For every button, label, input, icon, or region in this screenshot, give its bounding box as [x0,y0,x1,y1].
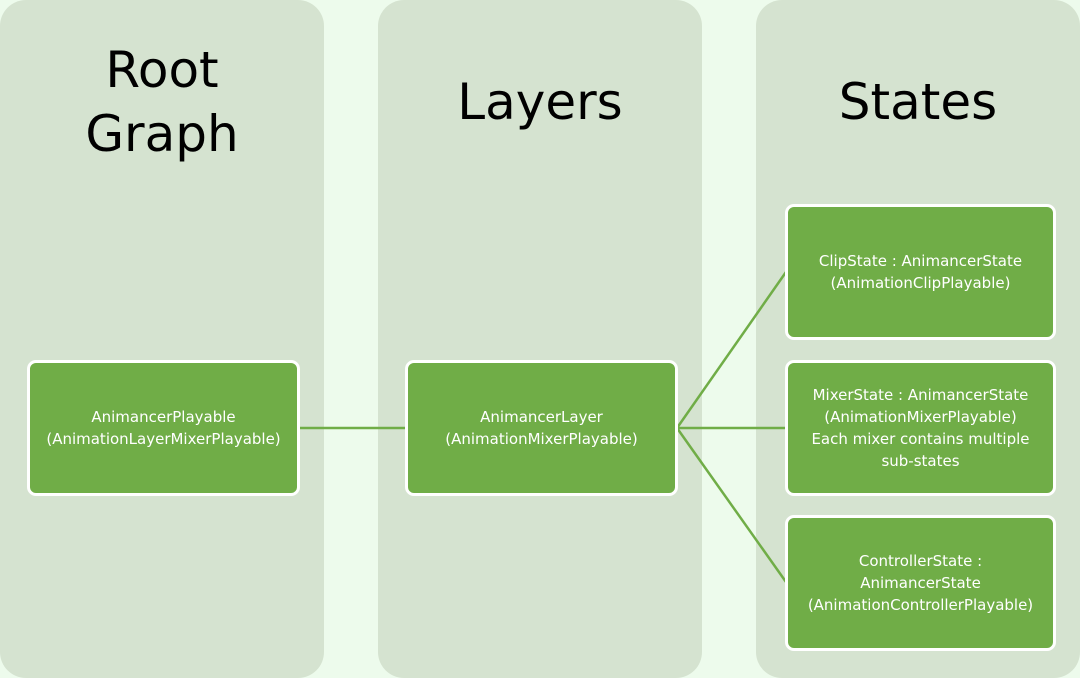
states-title: States [838,73,998,131]
clip-state-node: ClipState : AnimancerState (AnimationCli… [785,204,1056,340]
animancer-layer-node: AnimancerLayer (AnimationMixerPlayable) [405,360,678,496]
mixer-state-type: (AnimationMixerPlayable) [824,408,1017,426]
root-graph-title-line2: Graph [85,105,239,163]
animancer-layer-type: (AnimationMixerPlayable) [445,430,638,448]
clip-state-label: ClipState : AnimancerState [818,252,1023,270]
controller-state-type: (AnimationControllerPlayable) [807,596,1034,614]
connector-layer-to-clip-state [675,271,788,429]
animancer-layer-label: AnimancerLayer [480,408,603,426]
mixer-state-note-line1: Each mixer contains multiple [811,430,1030,448]
controller-state-label: ControllerState : [858,552,983,570]
layers-title: Layers [457,73,623,131]
animancer-playable-type: (AnimationLayerMixerPlayable) [46,430,281,448]
mixer-state-label: MixerState : AnimancerState [812,386,1029,404]
controller-state-base: AnimancerState [860,574,981,592]
layers-column: Layers [378,0,702,678]
root-graph-title-line1: Root [105,41,219,99]
root-graph-column: Root Graph [0,0,324,678]
controller-state-node: ControllerState : AnimancerState (Animat… [785,515,1056,651]
mixer-state-note-line2: sub-states [881,452,960,470]
mixer-state-node: MixerState : AnimancerState (AnimationMi… [785,360,1056,496]
root-graph-title: Root Graph [0,38,324,166]
animancer-playable-node: AnimancerPlayable (AnimationLayerMixerPl… [27,360,300,496]
connector-layer-to-controller-state [675,427,788,583]
animancer-playable-label: AnimancerPlayable [91,408,236,426]
clip-state-type: (AnimationClipPlayable) [830,274,1011,292]
